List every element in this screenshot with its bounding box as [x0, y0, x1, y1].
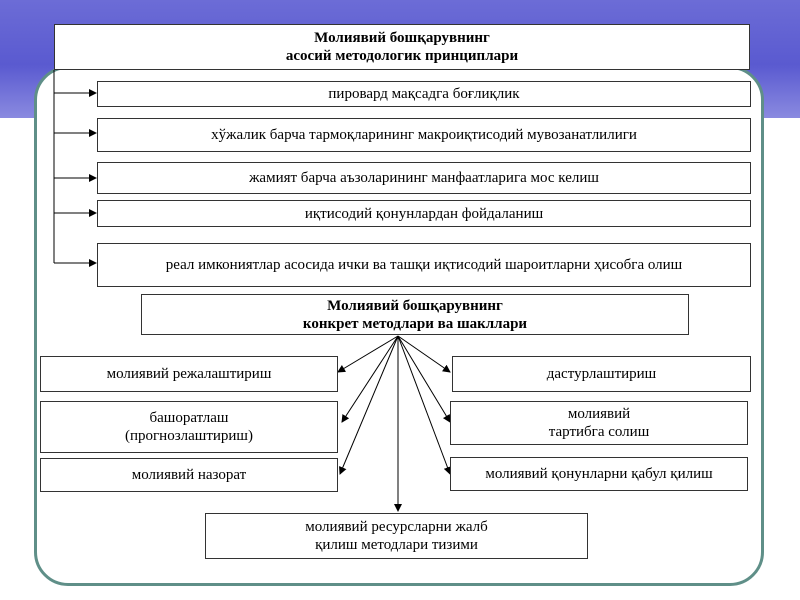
method-box-right-2: молиявий тартибга солиш	[450, 401, 748, 445]
methods-title-line-2: конкрет методлари ва шакллари	[302, 315, 528, 332]
resources-methods-box: молиявий ресурсларни жалб қилиш методлар…	[205, 513, 588, 559]
method-box-right-3: молиявий қонунларни қабул қилиш	[450, 457, 748, 491]
principles-title-box: Молиявий бошқарувнинг асосий методологик…	[54, 24, 750, 70]
principles-title-line-2: асосий методологик принциплари	[285, 48, 519, 64]
method-box-left-1: молиявий режалаштириш	[40, 356, 338, 392]
method-arrow-left-1	[337, 335, 399, 373]
method-box-right-1: дастурлаштириш	[452, 356, 751, 392]
principle-box-4: иқтисодий қонунлардан фойдаланиш	[97, 200, 751, 227]
method-box-left-2: башоратлаш (прогнозлаштириш)	[40, 401, 338, 453]
principle-box-3: жамият барча аъзоларининг манфаатларига …	[97, 162, 751, 194]
method-arrow-left-2	[341, 335, 399, 423]
method-arrow-right-3	[397, 335, 452, 475]
method-box-left-3: молиявий назорат	[40, 458, 338, 492]
principle-box-2: хўжалик барча тармоқларининг макроиқтисо…	[97, 118, 751, 152]
method-arrow-left-3	[339, 335, 399, 475]
methods-title-box: Молиявий бошқарувнинг конкрет методлари …	[141, 294, 689, 335]
principle-box-1: пировард мақсадга боғлиқлик	[97, 81, 751, 107]
principle-box-5: реал имкониятлар асосида ички ва ташқи и…	[97, 243, 751, 287]
method-arrow-right-1	[397, 335, 451, 373]
method-arrow-right-2	[397, 335, 451, 423]
methods-title-line-1: Молиявий бошқарувнинг	[327, 297, 503, 314]
principles-title-line-1: Молиявий бошқарувнинг	[314, 30, 490, 46]
